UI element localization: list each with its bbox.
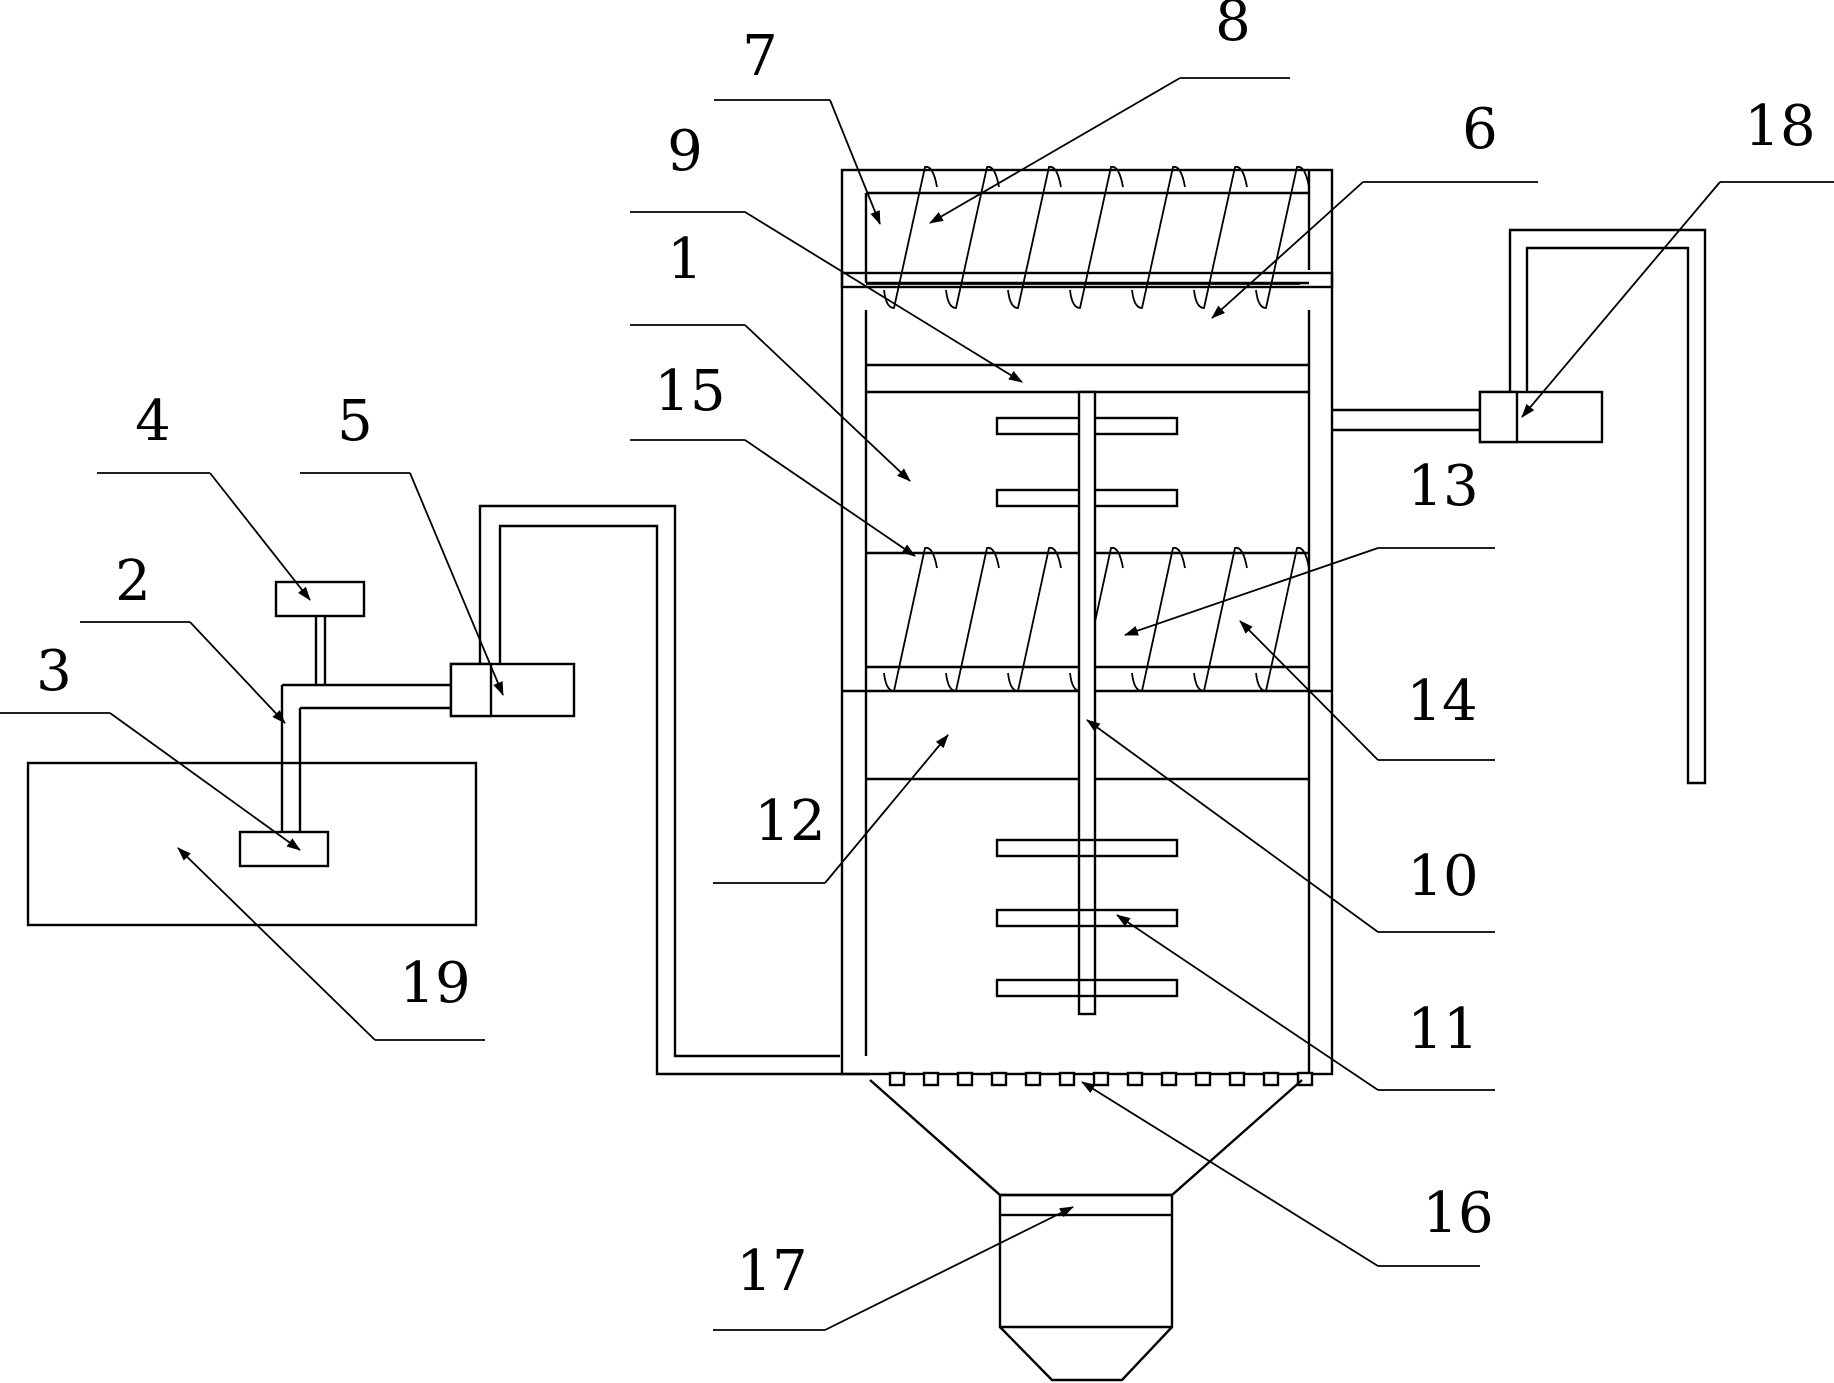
leader-arrow-12 xyxy=(824,734,949,884)
leader-arrow-1 xyxy=(744,324,911,482)
leader-arrow-9 xyxy=(744,211,1023,383)
callout-label-13: 13 xyxy=(1407,454,1478,519)
leader-arrow-13 xyxy=(1124,547,1379,636)
spiral-flight xyxy=(1131,165,1186,309)
pump-18-assembly xyxy=(1332,228,1707,785)
tank-19 xyxy=(26,761,478,927)
callout-label-1: 1 xyxy=(667,227,703,292)
top-spiral-section xyxy=(864,165,1310,309)
callout-label-3: 3 xyxy=(36,639,72,704)
meter-4 xyxy=(274,580,366,618)
leader-arrow-19 xyxy=(177,847,376,1041)
spiral-flight xyxy=(945,165,1000,309)
distributor-16 xyxy=(888,1071,1314,1087)
pipe-2 xyxy=(280,616,451,832)
callout-label-15: 15 xyxy=(654,359,725,424)
callout-label-8: 8 xyxy=(1215,0,1251,54)
callout-label-4: 4 xyxy=(135,389,171,454)
spiral-flight xyxy=(1255,165,1310,309)
nozzle xyxy=(990,1071,1008,1087)
leader-arrow-4 xyxy=(209,472,311,601)
pump-5 xyxy=(449,662,576,718)
spiral-flight xyxy=(1193,546,1248,692)
spiral-flight xyxy=(883,546,938,692)
callout-label-2: 2 xyxy=(115,549,151,614)
nozzle xyxy=(888,1071,906,1087)
callout-label-5: 5 xyxy=(337,389,373,454)
spiral-flight xyxy=(1131,546,1186,692)
plate-9 xyxy=(866,363,1309,394)
nozzle xyxy=(1194,1071,1212,1087)
callout-label-9: 9 xyxy=(667,119,703,184)
nozzle xyxy=(1126,1071,1144,1087)
blades-11 xyxy=(995,838,1179,998)
leader-arrow-3 xyxy=(109,712,301,851)
leader-arrow-15 xyxy=(744,439,916,557)
leader-arrow-17 xyxy=(824,1206,1074,1331)
callout-label-12: 12 xyxy=(754,789,825,854)
nozzle xyxy=(1228,1071,1246,1087)
callout-label-14: 14 xyxy=(1406,669,1477,734)
callout-label-11: 11 xyxy=(1407,997,1478,1062)
spiral-flight xyxy=(1007,165,1062,309)
feed-pipe xyxy=(478,504,870,1076)
leader-arrow-14 xyxy=(1239,620,1379,761)
nozzle xyxy=(1262,1071,1280,1087)
leader-arrow-16 xyxy=(1081,1081,1379,1267)
callout-label-18: 18 xyxy=(1744,94,1815,159)
shaft-10 xyxy=(1077,390,1097,1016)
nozzle xyxy=(1160,1071,1178,1087)
spiral-flight xyxy=(1007,546,1062,692)
leader-arrow-8 xyxy=(929,77,1181,224)
nozzle xyxy=(922,1071,940,1087)
spiral-flight xyxy=(1069,165,1124,309)
nozzle xyxy=(1024,1071,1042,1087)
leader-arrow-5 xyxy=(409,472,504,696)
nozzle xyxy=(1058,1071,1076,1087)
callout-label-6: 6 xyxy=(1462,97,1498,162)
callout-label-19: 19 xyxy=(399,951,470,1016)
callout-label-7: 7 xyxy=(742,24,778,89)
spiral-flight xyxy=(1255,546,1310,692)
callout-label-16: 16 xyxy=(1422,1181,1493,1246)
leader-arrow-2 xyxy=(189,621,286,724)
leader-arrow-10 xyxy=(1086,719,1379,933)
hopper-17 xyxy=(869,1079,1303,1382)
plate-6 xyxy=(840,271,1334,289)
nozzle xyxy=(956,1071,974,1087)
spiral-flight xyxy=(945,546,1000,692)
nozzle xyxy=(1092,1071,1110,1087)
leader-arrow-18 xyxy=(1521,181,1721,418)
leader-arrow-7 xyxy=(829,99,881,225)
leader-arrow-6 xyxy=(1211,181,1364,319)
leader-arrow-11 xyxy=(1116,914,1379,1091)
callout-label-10: 10 xyxy=(1407,844,1478,909)
spiral-flight xyxy=(1193,165,1248,309)
callout-label-17: 17 xyxy=(736,1239,807,1304)
pump-3 xyxy=(238,830,330,868)
